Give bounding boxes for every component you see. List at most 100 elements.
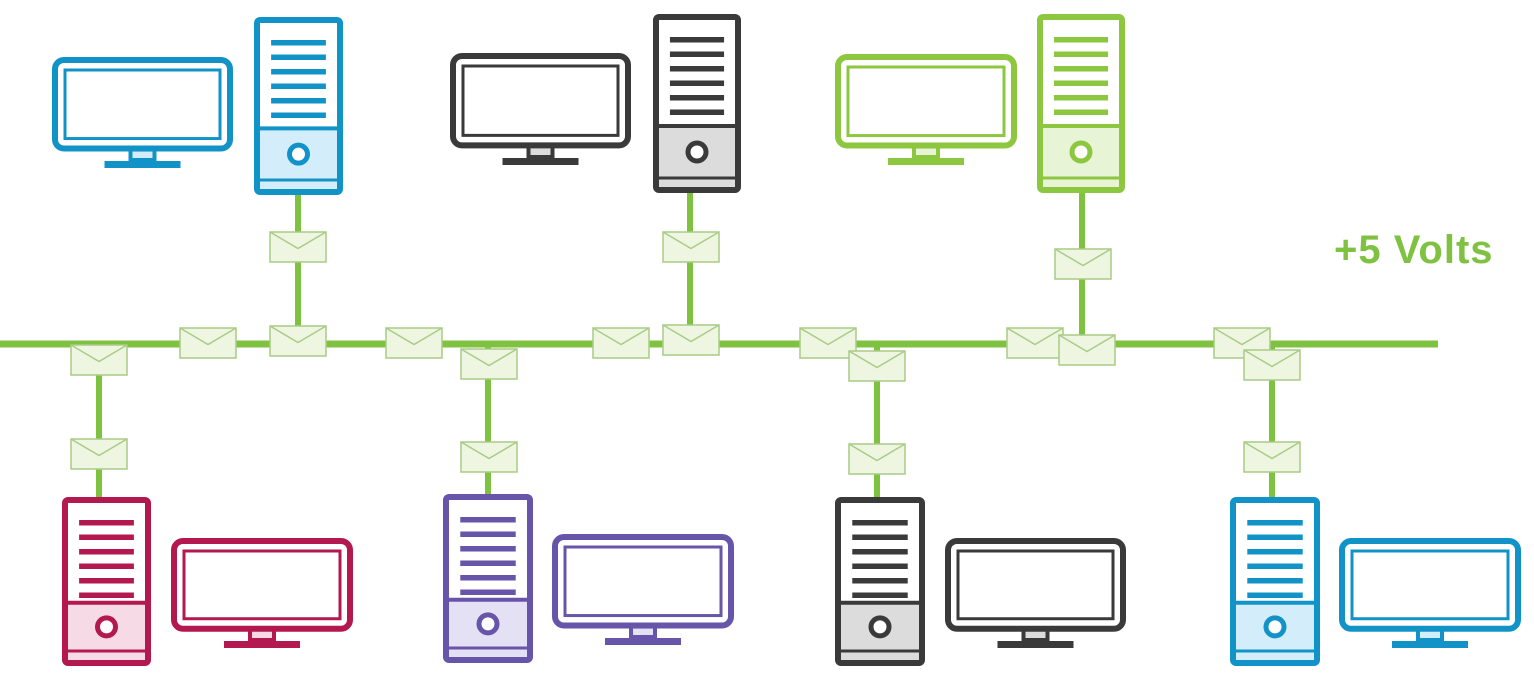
monitor-neck <box>1021 627 1050 642</box>
computer-tower-icon <box>1230 497 1320 666</box>
envelope-flap <box>1058 334 1116 353</box>
envelope-flap <box>460 441 518 460</box>
envelope-icon <box>269 231 327 263</box>
monitor-icon <box>450 53 631 165</box>
envelope-icon <box>662 231 720 263</box>
monitor-base <box>502 158 579 165</box>
tower-vent-bar <box>79 578 134 584</box>
computer-tower-icon <box>254 17 343 195</box>
envelope-flap <box>1243 349 1301 368</box>
monitor-icon <box>171 538 353 648</box>
tower-vent-bar <box>852 578 908 584</box>
monitor-base <box>605 638 681 645</box>
envelope-flap <box>1213 327 1271 346</box>
monitor-screen <box>461 64 620 137</box>
tower-vent-bar <box>669 80 725 86</box>
monitor-neck <box>526 144 555 160</box>
tower-vent-bar <box>460 575 516 581</box>
envelope-icon <box>799 327 857 359</box>
tower-vent-bar <box>460 546 516 552</box>
workstation-top-green <box>835 14 1125 193</box>
tower-vent-bar <box>271 98 326 104</box>
monitor-icon <box>945 538 1126 648</box>
monitor-screen <box>1350 549 1510 621</box>
workstation-bottom-purple <box>443 494 734 663</box>
voltage-label: +5 Volts <box>1334 228 1494 272</box>
monitor-icon <box>52 57 233 168</box>
monitor-neck <box>912 144 940 159</box>
tower-vent-bar <box>669 37 725 43</box>
tower-vent-bar <box>79 549 134 555</box>
envelope-icon <box>70 438 128 470</box>
envelope-icon <box>1243 349 1301 381</box>
monitor-base <box>224 641 300 648</box>
tower-vent-bar <box>1247 520 1303 526</box>
power-button-icon <box>476 612 500 636</box>
power-button-icon <box>868 615 892 639</box>
workstation-top-dark <box>450 14 741 193</box>
tower-vent-bar <box>1053 95 1109 101</box>
envelope-flap <box>848 443 906 462</box>
envelope-flap <box>70 438 128 457</box>
tower-vent-bar <box>1053 37 1109 43</box>
envelope-icon <box>1054 248 1112 280</box>
monitor-screen <box>63 68 222 141</box>
envelope-icon <box>179 327 237 359</box>
power-button-icon <box>685 140 709 164</box>
monitor-neck <box>629 624 657 639</box>
tower-vent-bar <box>1247 549 1303 555</box>
envelope-icon <box>592 327 650 359</box>
envelope-flap <box>1054 248 1112 267</box>
envelope-icon <box>70 344 128 376</box>
tower-vent-bar <box>1247 578 1303 584</box>
monitor-neck <box>1416 627 1444 642</box>
computer-tower-icon <box>62 497 151 666</box>
envelope-icon <box>460 441 518 473</box>
power-button-icon <box>1263 615 1287 639</box>
envelope-flap <box>662 231 720 250</box>
monitor-base <box>997 641 1074 648</box>
envelope-flap <box>1243 441 1301 460</box>
envelope-flap <box>662 324 720 343</box>
tower-vent-bar <box>1247 592 1303 598</box>
monitor-screen <box>563 545 723 618</box>
tower-vent-bar <box>669 51 725 57</box>
tower-vent-bar <box>1247 563 1303 569</box>
tower-vent-bar <box>669 66 725 72</box>
power-button-icon <box>1069 140 1093 164</box>
monitor-neck <box>128 147 157 162</box>
envelope-icon <box>1006 327 1064 359</box>
message-layer <box>70 231 1301 475</box>
monitor-base <box>888 158 964 165</box>
tower-vent-bar <box>1053 66 1109 72</box>
workstation-bottom-blue <box>1230 497 1521 666</box>
envelope-flap <box>1006 327 1064 346</box>
tower-vent-bar <box>852 534 908 540</box>
tower-vent-bar <box>460 531 516 537</box>
envelope-flap <box>460 348 518 367</box>
tower-vent-bar <box>271 40 326 46</box>
monitor-icon <box>552 534 734 645</box>
monitor-neck <box>248 627 276 642</box>
computer-tower-icon <box>653 14 741 193</box>
monitor-base <box>104 161 181 168</box>
tower-vent-bar <box>271 54 326 60</box>
monitor-screen <box>956 549 1115 621</box>
envelope-icon <box>662 324 720 356</box>
monitor-screen <box>846 65 1006 138</box>
envelope-flap <box>269 231 327 250</box>
computer-tower-icon <box>1037 14 1125 193</box>
tower-vent-bar <box>669 109 725 115</box>
envelope-flap <box>848 350 906 369</box>
workstation-top-blue <box>52 17 343 195</box>
tower-vent-bar <box>852 592 908 598</box>
power-button-icon <box>287 142 310 166</box>
tower-vent-bar <box>852 520 908 526</box>
computer-tower-icon <box>443 494 533 663</box>
tower-vent-bar <box>460 517 516 523</box>
tower-vent-bar <box>79 534 134 540</box>
tower-vent-bar <box>79 592 134 598</box>
tower-vent-bar <box>460 589 516 595</box>
envelope-flap <box>70 344 128 363</box>
